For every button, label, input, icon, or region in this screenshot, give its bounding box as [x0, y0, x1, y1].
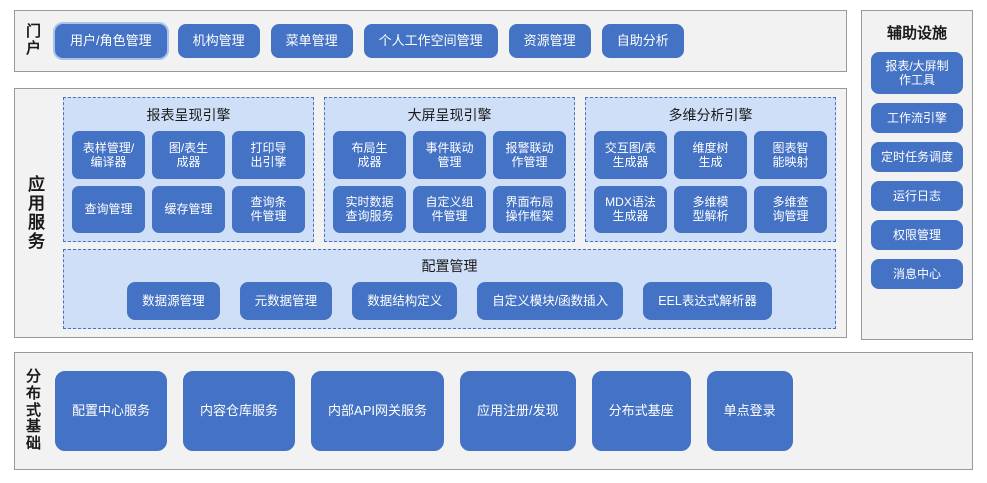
- engine-group-large-screen-presentation: 大屏呈现引擎 布局生 成器 事件联动 管理 报警联动 作管理 实时数据 查询服务…: [324, 97, 575, 242]
- portal-items: 用户/角色管理 机构管理 菜单管理 个人工作空间管理 资源管理 自助分析: [53, 24, 846, 58]
- auxiliary-facilities-items: 报表/大屏制 作工具 工作流引擎 定时任务调度 运行日志 权限管理 消息中心: [862, 52, 972, 289]
- portal-section-label: 门户: [15, 23, 53, 58]
- infra-button-internal-api-gateway-service[interactable]: 内部API网关服务: [311, 371, 444, 451]
- engine-items-multidimensional-analysis: 交互图/表 生成器 维度树 生成 图表智 能映射 MDX语法 生成器 多维模 型…: [594, 131, 827, 233]
- portal-label-text: 门户: [25, 23, 42, 57]
- config-button-data-structure-definition[interactable]: 数据结构定义: [352, 282, 458, 320]
- configuration-management-title: 配置管理: [421, 258, 478, 274]
- portal-section: 门户 用户/角色管理 机构管理 菜单管理 个人工作空间管理 资源管理 自助分析: [14, 10, 847, 72]
- report-button-query-management[interactable]: 查询管理: [72, 185, 145, 233]
- config-button-custom-module-function-insertion[interactable]: 自定义模块/函数插入: [477, 282, 624, 320]
- olap-button-mdx-syntax-generator[interactable]: MDX语法 生成器: [594, 185, 667, 233]
- auxiliary-facilities-section: 辅助设施 报表/大屏制 作工具 工作流引擎 定时任务调度 运行日志 权限管理 消…: [861, 10, 973, 340]
- engine-title-report-presentation: 报表呈现引擎: [146, 107, 231, 123]
- application-services-section: 应用服务 报表呈现引擎 表样管理/ 编译器 图/表生 成器 打印导 出引擎 查询…: [14, 88, 847, 338]
- engine-title-multidimensional-analysis: 多维分析引擎: [668, 107, 753, 123]
- portal-button-self-service-analysis[interactable]: 自助分析: [601, 24, 684, 58]
- olap-button-multidimensional-model-parsing[interactable]: 多维模 型解析: [674, 185, 747, 233]
- configuration-management-group: 配置管理 数据源管理 元数据管理 数据结构定义 自定义模块/函数插入 EEL表达…: [63, 249, 836, 329]
- screen-button-event-linkage-management[interactable]: 事件联动 管理: [413, 131, 486, 179]
- distributed-infrastructure-section: 分布式基础 配置中心服务 内容仓库服务 内部API网关服务 应用注册/发现 分布…: [14, 352, 973, 470]
- olap-button-interactive-chart-table-generator[interactable]: 交互图/表 生成器: [594, 131, 667, 179]
- portal-button-organization-management[interactable]: 机构管理: [177, 24, 260, 58]
- infra-button-application-registration-discovery[interactable]: 应用注册/发现: [460, 371, 576, 451]
- engine-items-report-presentation: 表样管理/ 编译器 图/表生 成器 打印导 出引擎 查询管理 缓存管理 查询条 …: [72, 131, 305, 233]
- screen-button-custom-component-management[interactable]: 自定义组 件管理: [413, 185, 486, 233]
- infra-button-distributed-base[interactable]: 分布式基座: [591, 371, 691, 451]
- infra-button-single-sign-on[interactable]: 单点登录: [706, 371, 793, 451]
- distributed-infrastructure-items: 配置中心服务 内容仓库服务 内部API网关服务 应用注册/发现 分布式基座 单点…: [53, 353, 972, 469]
- screen-button-ui-layout-operation-framework[interactable]: 界面布局 操作框架: [493, 185, 566, 233]
- olap-button-chart-intelligent-mapping[interactable]: 图表智 能映射: [754, 131, 827, 179]
- engine-groups: 报表呈现引擎 表样管理/ 编译器 图/表生 成器 打印导 出引擎 查询管理 缓存…: [63, 97, 836, 242]
- configuration-management-items: 数据源管理 元数据管理 数据结构定义 自定义模块/函数插入 EEL表达式解析器: [74, 282, 825, 320]
- aux-button-message-center[interactable]: 消息中心: [871, 259, 963, 289]
- config-button-datasource-management[interactable]: 数据源管理: [127, 282, 220, 320]
- application-services-label-text: 应用服务: [28, 174, 46, 252]
- portal-button-personal-workspace-management[interactable]: 个人工作空间管理: [363, 24, 498, 58]
- aux-button-runtime-log[interactable]: 运行日志: [871, 181, 963, 211]
- aux-button-report-screen-authoring-tool[interactable]: 报表/大屏制 作工具: [871, 52, 963, 94]
- aux-button-workflow-engine[interactable]: 工作流引擎: [871, 103, 963, 133]
- olap-button-dimension-tree-generation[interactable]: 维度树 生成: [674, 131, 747, 179]
- report-button-print-export-engine[interactable]: 打印导 出引擎: [232, 131, 305, 179]
- engine-items-large-screen-presentation: 布局生 成器 事件联动 管理 报警联动 作管理 实时数据 查询服务 自定义组 件…: [333, 131, 566, 233]
- report-button-template-management-compiler[interactable]: 表样管理/ 编译器: [72, 131, 145, 179]
- config-button-eel-expression-parser[interactable]: EEL表达式解析器: [643, 282, 772, 320]
- report-button-query-condition-management[interactable]: 查询条 件管理: [232, 185, 305, 233]
- auxiliary-facilities-title: 辅助设施: [886, 25, 947, 42]
- aux-button-scheduled-task-scheduler[interactable]: 定时任务调度: [871, 142, 963, 172]
- config-button-metadata-management[interactable]: 元数据管理: [239, 282, 333, 320]
- application-services-label: 应用服务: [15, 89, 59, 337]
- engine-group-multidimensional-analysis: 多维分析引擎 交互图/表 生成器 维度树 生成 图表智 能映射 MDX语法 生成…: [585, 97, 836, 242]
- olap-button-multidimensional-query-management[interactable]: 多维查 询管理: [754, 185, 827, 233]
- portal-button-resource-management[interactable]: 资源管理: [508, 24, 591, 58]
- screen-button-realtime-data-query-service[interactable]: 实时数据 查询服务: [333, 185, 406, 233]
- engine-title-large-screen-presentation: 大屏呈现引擎: [407, 107, 492, 123]
- application-services-content: 报表呈现引擎 表样管理/ 编译器 图/表生 成器 打印导 出引擎 查询管理 缓存…: [59, 89, 846, 337]
- engine-group-report-presentation: 报表呈现引擎 表样管理/ 编译器 图/表生 成器 打印导 出引擎 查询管理 缓存…: [63, 97, 314, 242]
- portal-button-menu-management[interactable]: 菜单管理: [270, 24, 353, 58]
- distributed-infrastructure-label-text: 分布式基础: [25, 368, 42, 453]
- distributed-infrastructure-label: 分布式基础: [15, 353, 53, 469]
- screen-button-alarm-linkage-action-management[interactable]: 报警联动 作管理: [493, 131, 566, 179]
- portal-button-user-role-management[interactable]: 用户/角色管理: [55, 24, 167, 58]
- report-button-chart-table-generator[interactable]: 图/表生 成器: [152, 131, 225, 179]
- infra-button-content-repository-service[interactable]: 内容仓库服务: [183, 371, 296, 451]
- aux-button-permission-management[interactable]: 权限管理: [871, 220, 963, 250]
- screen-button-layout-generator[interactable]: 布局生 成器: [333, 131, 406, 179]
- infra-button-configuration-center-service[interactable]: 配置中心服务: [55, 371, 168, 451]
- report-button-cache-management[interactable]: 缓存管理: [152, 185, 225, 233]
